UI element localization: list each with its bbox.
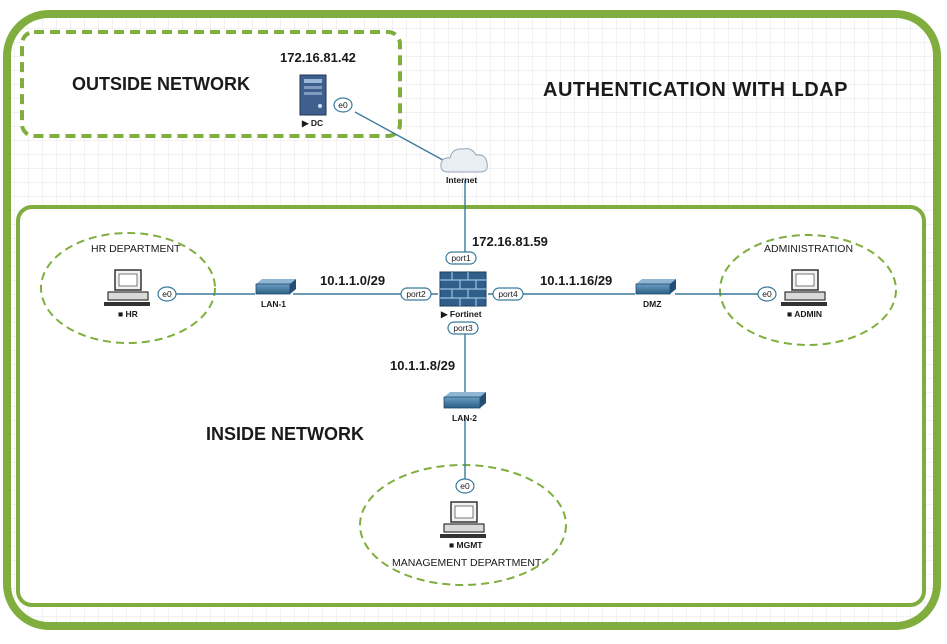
mgmt-label: ■ MGMT [449, 540, 483, 550]
dc-address: 172.16.81.42 [280, 50, 356, 65]
svg-text:port4: port4 [498, 289, 518, 299]
dmz-label: DMZ [643, 299, 661, 309]
svg-text:port2: port2 [406, 289, 426, 299]
wan-address: 172.16.81.59 [472, 234, 548, 249]
inside-network-label: INSIDE NETWORK [206, 424, 364, 444]
svg-text:e0: e0 [162, 289, 172, 299]
internet-label: Internet [446, 175, 477, 185]
fortinet-label: ▶ Fortinet [440, 309, 482, 319]
management-department-label: MANAGEMENT DEPARTMENT [392, 557, 542, 569]
fortinet-port4[interactable]: port4 [492, 287, 524, 301]
fortinet-port3[interactable]: port3 [447, 321, 479, 335]
mgmt-pc-icon[interactable] [440, 501, 486, 538]
fortinet-port2[interactable]: port2 [400, 287, 432, 301]
admin-pc-icon[interactable] [781, 269, 827, 306]
dmz-switch-icon[interactable] [635, 279, 676, 295]
lan2-label: LAN-2 [452, 413, 477, 423]
hr-e0-port[interactable]: e0 [157, 286, 177, 302]
link-dc-internet [354, 111, 453, 166]
svg-text:e0: e0 [762, 289, 772, 299]
dc-label: ▶ DC [301, 118, 323, 128]
lan1-switch-icon[interactable] [255, 279, 296, 295]
admin-label: ■ ADMIN [787, 309, 822, 319]
lan2-subnet: 10.1.1.8/29 [390, 358, 455, 373]
hr-department-label: HR DEPARTMENT [91, 243, 181, 255]
svg-text:port3: port3 [453, 323, 473, 333]
internet-cloud-icon[interactable] [440, 148, 488, 173]
svg-text:port1: port1 [451, 253, 471, 263]
administration-label: ADMINISTRATION [764, 243, 853, 255]
mgmt-e0-port[interactable]: e0 [455, 478, 475, 494]
management-department-zone [359, 464, 567, 586]
fortinet-firewall-icon[interactable] [439, 271, 487, 307]
svg-text:e0: e0 [338, 100, 348, 110]
dc-server-icon[interactable] [299, 74, 327, 116]
outside-network-label: OUTSIDE NETWORK [72, 74, 250, 94]
fortinet-port1[interactable]: port1 [445, 251, 477, 265]
dc-e0-port[interactable]: e0 [333, 97, 353, 113]
lan1-label: LAN-1 [261, 299, 286, 309]
svg-text:e0: e0 [460, 481, 470, 491]
dmz-subnet: 10.1.1.16/29 [540, 273, 612, 288]
diagram-title: AUTHENTICATION WITH LDAP [543, 79, 848, 101]
hr-label: ■ HR [118, 309, 138, 319]
lan2-switch-icon[interactable] [443, 392, 486, 409]
admin-e0-port[interactable]: e0 [757, 286, 777, 302]
hr-pc-icon[interactable] [104, 269, 150, 306]
administration-zone [719, 234, 897, 346]
lan1-subnet: 10.1.1.0/29 [320, 273, 385, 288]
outer-frame [3, 10, 941, 630]
hr-department-zone [40, 232, 216, 344]
